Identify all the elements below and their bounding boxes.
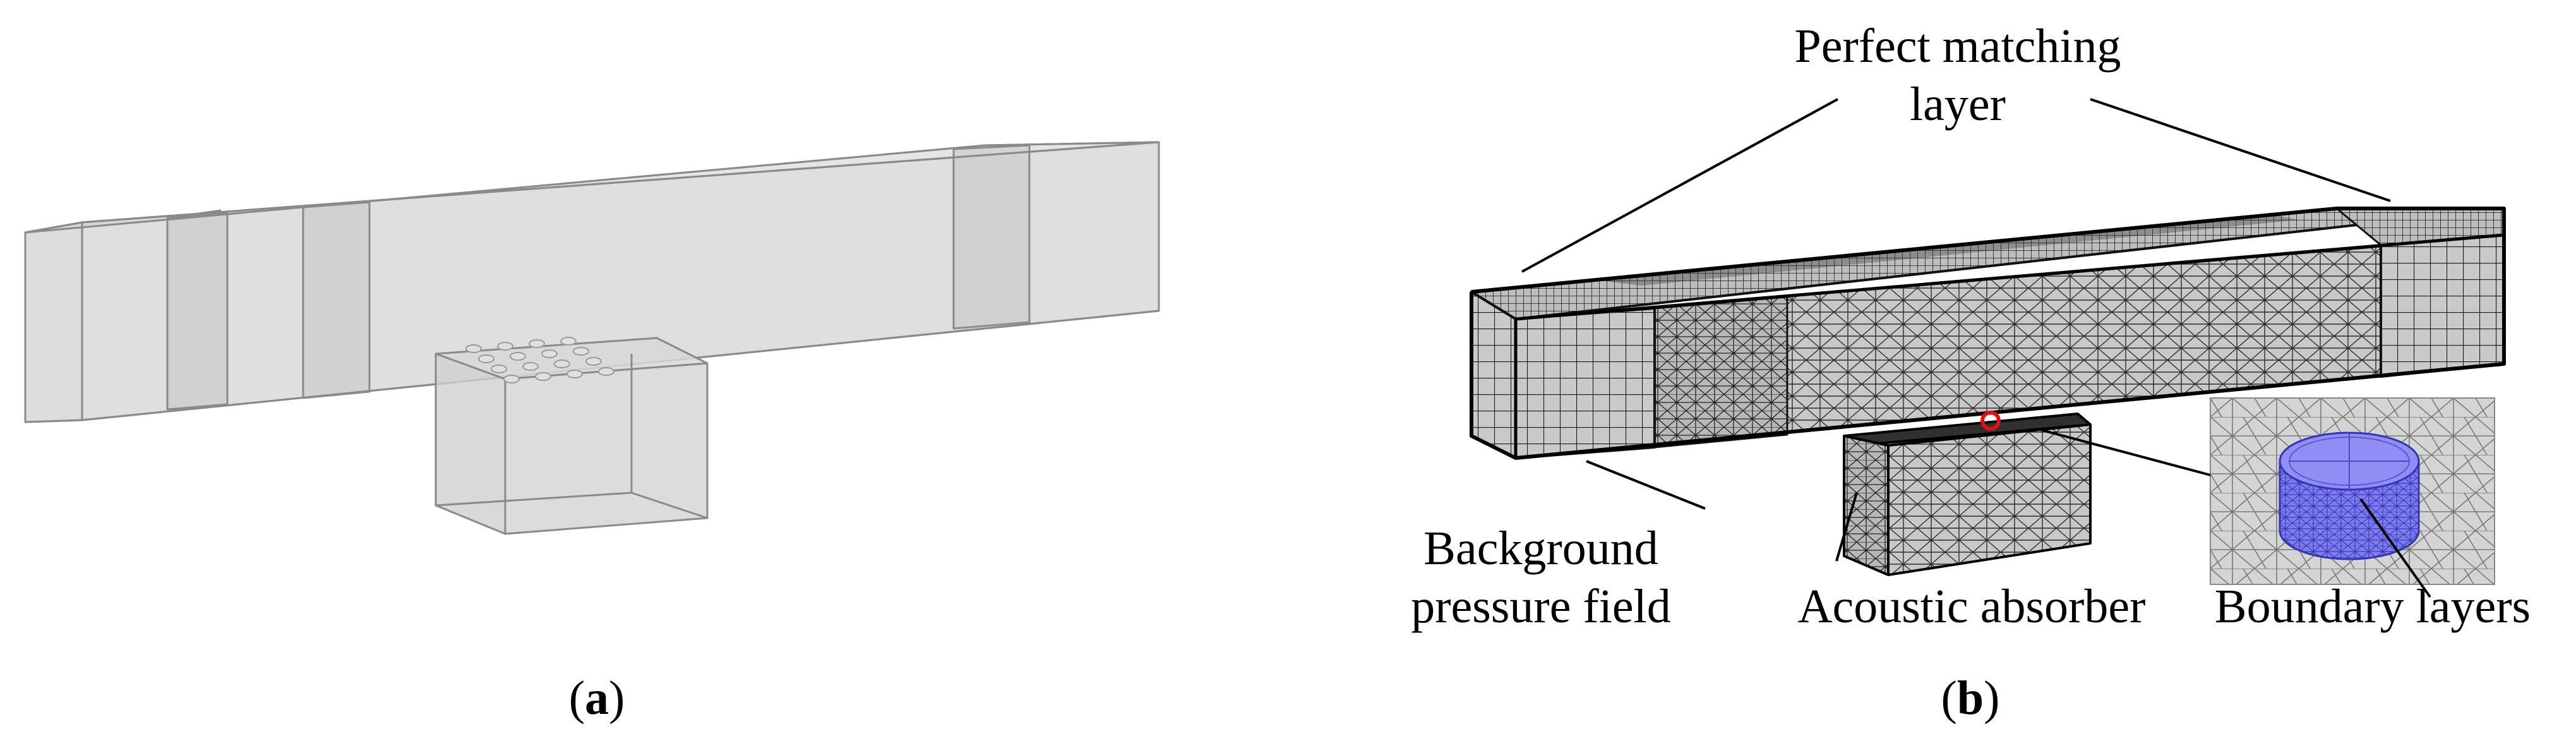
leader-lines: [1521, 98, 2431, 598]
duct-edge: [167, 209, 222, 219]
label-pml-line2: layer: [1910, 78, 2006, 131]
panel-b-caption: (b): [1941, 672, 2000, 725]
pml-left-block-side: [1514, 307, 1656, 459]
absorber-edge: [631, 492, 708, 519]
pml-left-block-front: [1470, 291, 1517, 459]
duct-section-3: [952, 144, 1031, 330]
label-background-line2: pressure field: [1411, 580, 1671, 633]
boundary-layer-inset: [2210, 397, 2495, 585]
mesh-duct-outline: [1470, 207, 2506, 460]
duct-section-1: [166, 212, 229, 411]
leader-inset: [2039, 428, 2211, 476]
leader-boundary: [2359, 498, 2431, 598]
mesh-top-strip: [1604, 215, 2299, 286]
mesh-duct-dense-left: [1653, 296, 1788, 449]
mesh-absorber-front: [1843, 435, 1890, 576]
duct-edge: [303, 201, 370, 208]
duct-edge: [985, 141, 1159, 147]
highlight-circle: [1980, 411, 2001, 431]
panel-b-mesh: [1470, 207, 2506, 576]
absorber-edge: [435, 492, 632, 507]
leader-pml-right: [2090, 98, 2391, 202]
label-pml-line1: Perfect matching: [1794, 20, 2121, 73]
label-background-line1: Background: [1423, 522, 1658, 575]
mesh-absorber-side: [1887, 423, 2092, 576]
duct-front-face: [24, 221, 83, 423]
label-boundary: Boundary layers: [2215, 580, 2531, 633]
duct-section-2: [302, 201, 371, 399]
duct-edge: [25, 144, 986, 234]
leader-pml-left: [1521, 98, 1838, 273]
absorber-box-front: [434, 353, 506, 535]
mesh-duct-edge: [1515, 233, 2505, 321]
pml-right-block-side: [2380, 234, 2505, 378]
label-absorber: Acoustic absorber: [1798, 580, 2146, 633]
panel-a-geometry: [24, 141, 1160, 535]
resonator-array: [465, 337, 614, 383]
duct-edge: [81, 141, 1159, 224]
panel-a-caption: (a): [569, 672, 625, 725]
leader-absorber: [1835, 492, 1858, 562]
leader-background: [1586, 460, 1706, 510]
cylinder-icon: [2279, 431, 2420, 560]
